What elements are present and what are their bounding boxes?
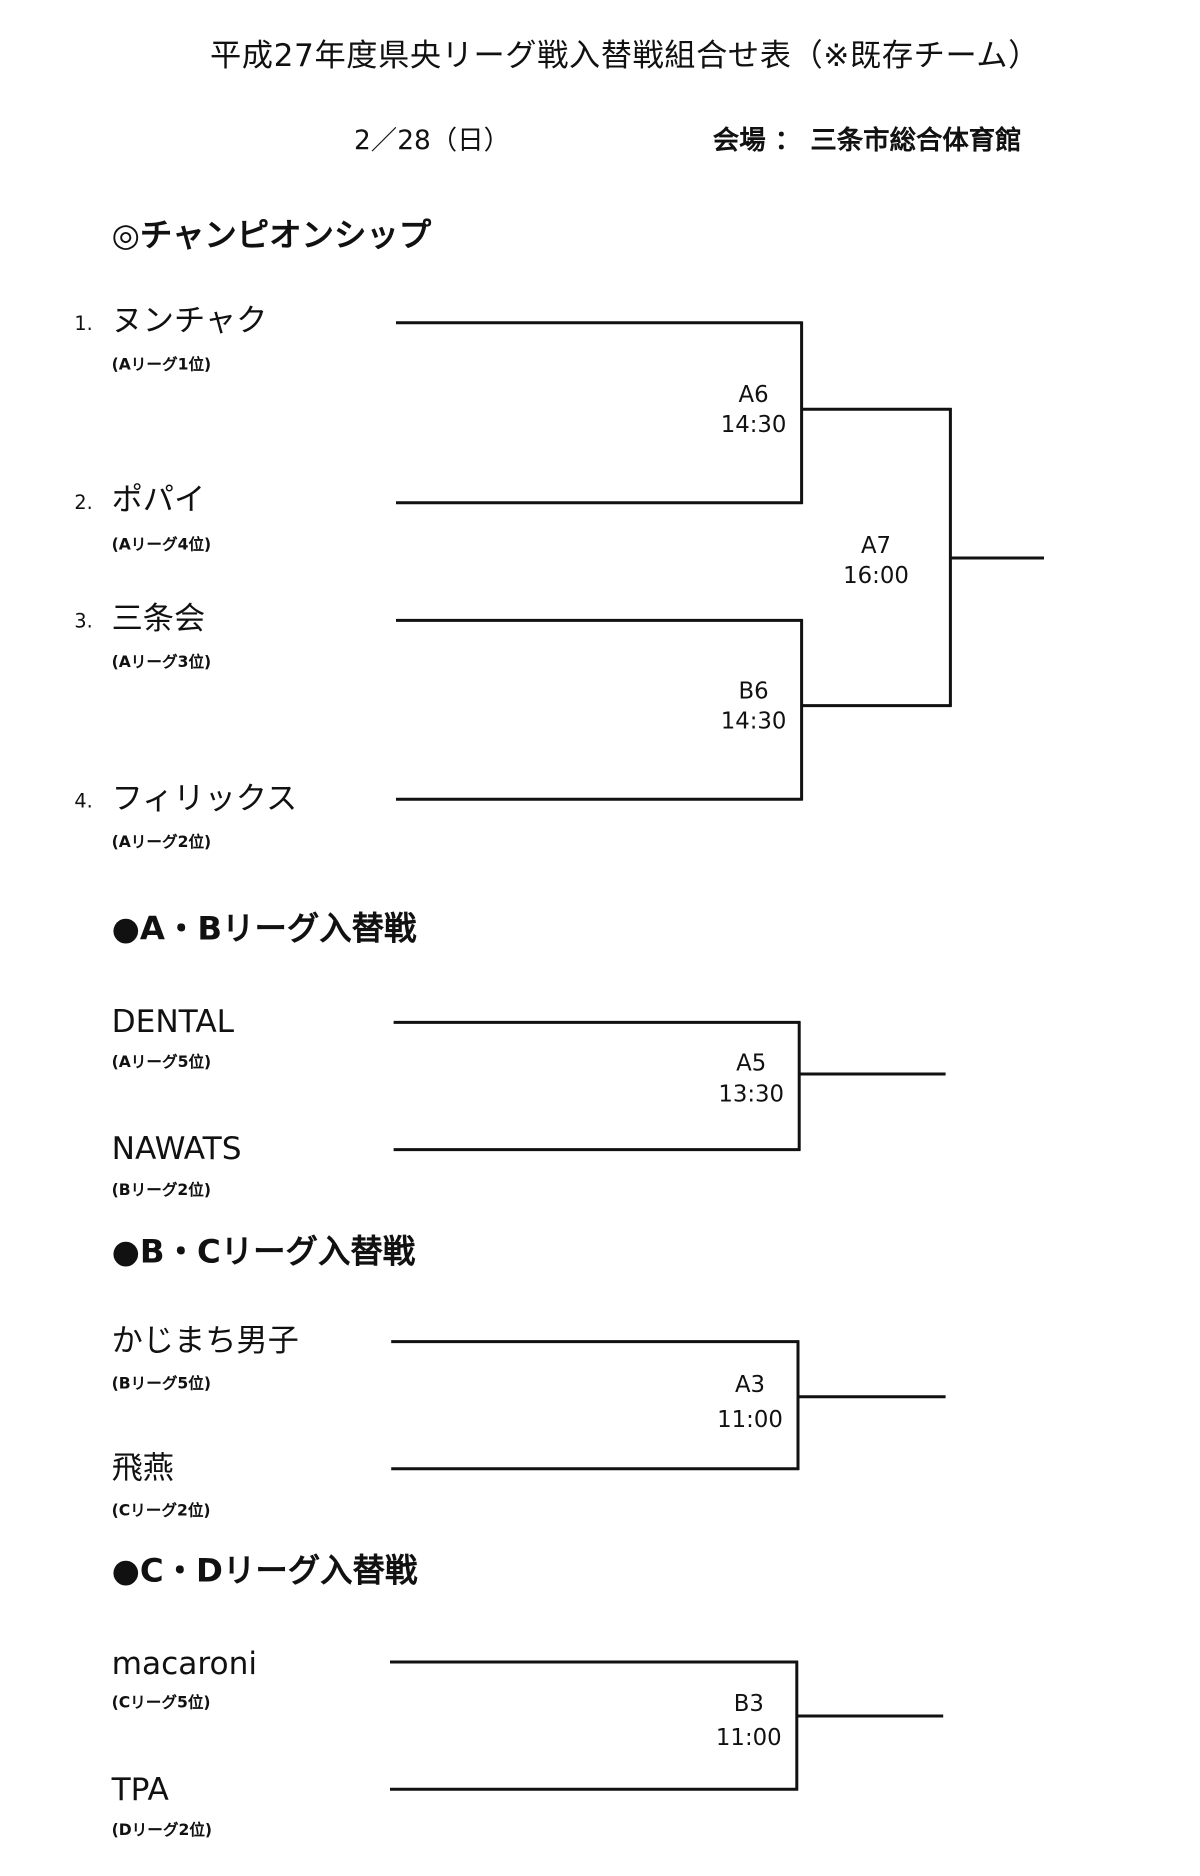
team-rank: (Cリーグ5位) bbox=[111, 1694, 211, 1713]
team-rank: (Dリーグ2位) bbox=[111, 1821, 213, 1840]
section-cd: ●C・Dリーグ入替戦 bbox=[111, 1552, 418, 1591]
match-time: 11:00 bbox=[717, 1406, 783, 1433]
seed-number: 2. bbox=[74, 490, 93, 514]
team-rank: (Cリーグ2位) bbox=[111, 1502, 211, 1521]
match-time: 11:00 bbox=[715, 1724, 782, 1751]
team-rank: (Aリーグ1位) bbox=[111, 356, 212, 375]
team-name: NAWATS bbox=[111, 1131, 242, 1168]
team-name: 飛燕 bbox=[111, 1450, 175, 1487]
team-rank: (Bリーグ5位) bbox=[111, 1375, 212, 1394]
seed-number: 4. bbox=[74, 789, 93, 813]
team-name: ポパイ bbox=[111, 482, 206, 519]
team-name: TPA bbox=[111, 1772, 169, 1809]
seed-number: 1. bbox=[74, 312, 93, 335]
team-name: かじまち男子 bbox=[111, 1323, 299, 1360]
section-ab: ●A・Bリーグ入替戦 bbox=[111, 910, 417, 949]
event-venue: 会場 ： 三条市総合体育館 bbox=[712, 126, 1022, 156]
team-name: ヌンチャク bbox=[111, 303, 268, 340]
match-time: 14:30 bbox=[720, 411, 787, 439]
team-rank: (Aリーグ2位) bbox=[111, 834, 212, 853]
event-date: 2／28（日） bbox=[354, 126, 511, 156]
match-time: 16:00 bbox=[843, 562, 909, 590]
match-time: 13:30 bbox=[718, 1081, 785, 1108]
team-rank: (Aリーグ4位) bbox=[111, 536, 212, 555]
team-rank: (Aリーグ3位) bbox=[111, 654, 212, 672]
section-bc: ●B・Cリーグ入替戦 bbox=[111, 1233, 416, 1271]
cd-bracket bbox=[390, 1660, 944, 1791]
match-time: 14:30 bbox=[720, 708, 787, 735]
team-rank: (Bリーグ2位) bbox=[111, 1182, 212, 1200]
page-title: 平成27年度県央リーグ戦入替戦組合せ表（※既存チーム） bbox=[210, 38, 1040, 75]
team-rank: (Aリーグ5位) bbox=[111, 1053, 212, 1072]
section-championship: ◎チャンピオンシップ bbox=[111, 217, 432, 255]
bc-bracket bbox=[391, 1340, 946, 1471]
match-code: A6 bbox=[738, 381, 769, 409]
team-name: DENTAL bbox=[111, 1004, 235, 1041]
match-code: A5 bbox=[736, 1050, 767, 1077]
match-code: B6 bbox=[738, 678, 769, 705]
team-name: macaroni bbox=[111, 1646, 258, 1683]
seed-number: 3. bbox=[74, 609, 93, 633]
team-name: 三条会 bbox=[111, 601, 206, 638]
ab-bracket bbox=[393, 1020, 946, 1152]
championship-bracket bbox=[396, 321, 1045, 801]
match-code: A7 bbox=[860, 532, 892, 560]
match-code: A3 bbox=[734, 1371, 766, 1398]
team-name: フィリックス bbox=[111, 781, 298, 818]
match-code: B3 bbox=[733, 1690, 764, 1718]
